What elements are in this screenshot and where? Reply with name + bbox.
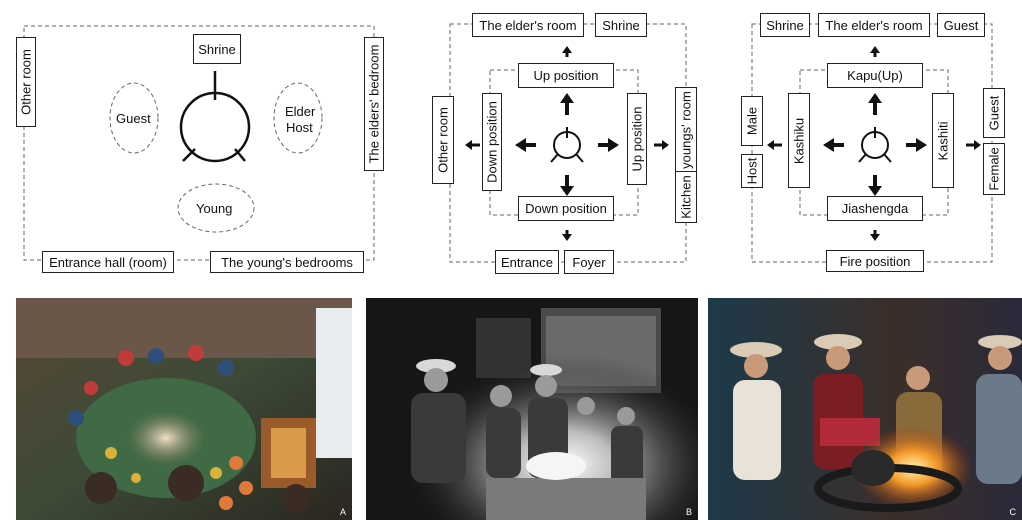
guest-box-top-c: Guest — [937, 13, 985, 37]
guest-label-a: Guest — [116, 111, 151, 126]
elder-label: Elder — [285, 104, 316, 119]
jiashengda-box: Jiashengda — [827, 196, 923, 221]
kitchen-box: Kitchen — [675, 171, 697, 223]
host-label-a: Host — [286, 120, 313, 135]
hearth-icon-c — [858, 127, 892, 163]
kitchen-label: Kitchen — [678, 175, 694, 219]
foyer-box-b: Foyer — [564, 250, 614, 274]
photo-a-label: A — [339, 507, 346, 517]
shrine-box-c: Shrine — [760, 13, 810, 37]
guest-box-right-c: Guest — [983, 88, 1005, 138]
photo-b-label: B — [685, 507, 692, 517]
female-box: Female — [983, 143, 1005, 195]
elders-bedroom-label: The elders' bedroom — [366, 44, 382, 164]
diagram-lines — [23, 23, 993, 263]
guest-ellipse — [109, 82, 159, 154]
young-label: Young — [196, 201, 233, 216]
male-label: Male — [744, 106, 760, 136]
photo-c: C — [708, 298, 1022, 520]
elder-ellipse — [273, 82, 323, 154]
down-position-box-left: Down position — [482, 93, 502, 191]
up-position-box-right: Up position — [627, 93, 647, 185]
guest-right-label: Guest — [986, 95, 1002, 131]
photo-c-label: C — [1009, 507, 1017, 517]
photo-a: A — [16, 298, 352, 520]
up-position-right-label: Up position — [629, 106, 645, 172]
photo-b-image — [366, 298, 698, 520]
photo-b: B — [366, 298, 698, 520]
young-ellipse — [177, 183, 255, 233]
elders-bedroom-box: The elders' bedroom — [364, 37, 384, 171]
shrine-box-b: Shrine — [595, 13, 647, 37]
photo-c-image — [708, 298, 1022, 520]
entrance-box-b: Entrance — [495, 250, 559, 274]
male-box: Male — [741, 96, 763, 146]
other-room-box-b: Other room — [432, 96, 454, 184]
female-label: Female — [986, 147, 1002, 191]
photo-a-image — [16, 298, 352, 520]
kashiti-box: Kashiti — [932, 93, 954, 188]
kashiku-label: Kashiku — [791, 117, 807, 164]
elders-room-box-b: The elder's room — [472, 13, 584, 37]
arrows-c — [767, 46, 981, 241]
kashiku-box: Kashiku — [788, 93, 810, 188]
down-position-left-label: Down position — [484, 101, 500, 183]
fire-position-box: Fire position — [826, 250, 924, 272]
other-room-box-a: Other room — [16, 37, 36, 127]
elders-room-box-c: The elder's room — [818, 13, 930, 37]
other-room-b-label: Other room — [435, 107, 451, 173]
up-position-box-top: Up position — [518, 63, 614, 88]
hearth-icon-b — [550, 127, 584, 163]
kapu-box: Kapu(Up) — [827, 63, 923, 88]
down-position-box-bottom: Down position — [518, 196, 614, 221]
hearth-icon-a — [179, 71, 251, 163]
arrows-b — [465, 46, 669, 241]
host-box-c: Host — [741, 154, 763, 188]
entrance-hall-box: Entrance hall (room) — [42, 251, 174, 273]
kashiti-label: Kashiti — [935, 120, 951, 161]
youngs-bedrooms-box: The young's bedrooms — [210, 251, 364, 273]
other-room-label: Other room — [18, 49, 34, 115]
shrine-box-a: Shrine — [193, 34, 241, 64]
host-c-label: Host — [744, 157, 760, 185]
